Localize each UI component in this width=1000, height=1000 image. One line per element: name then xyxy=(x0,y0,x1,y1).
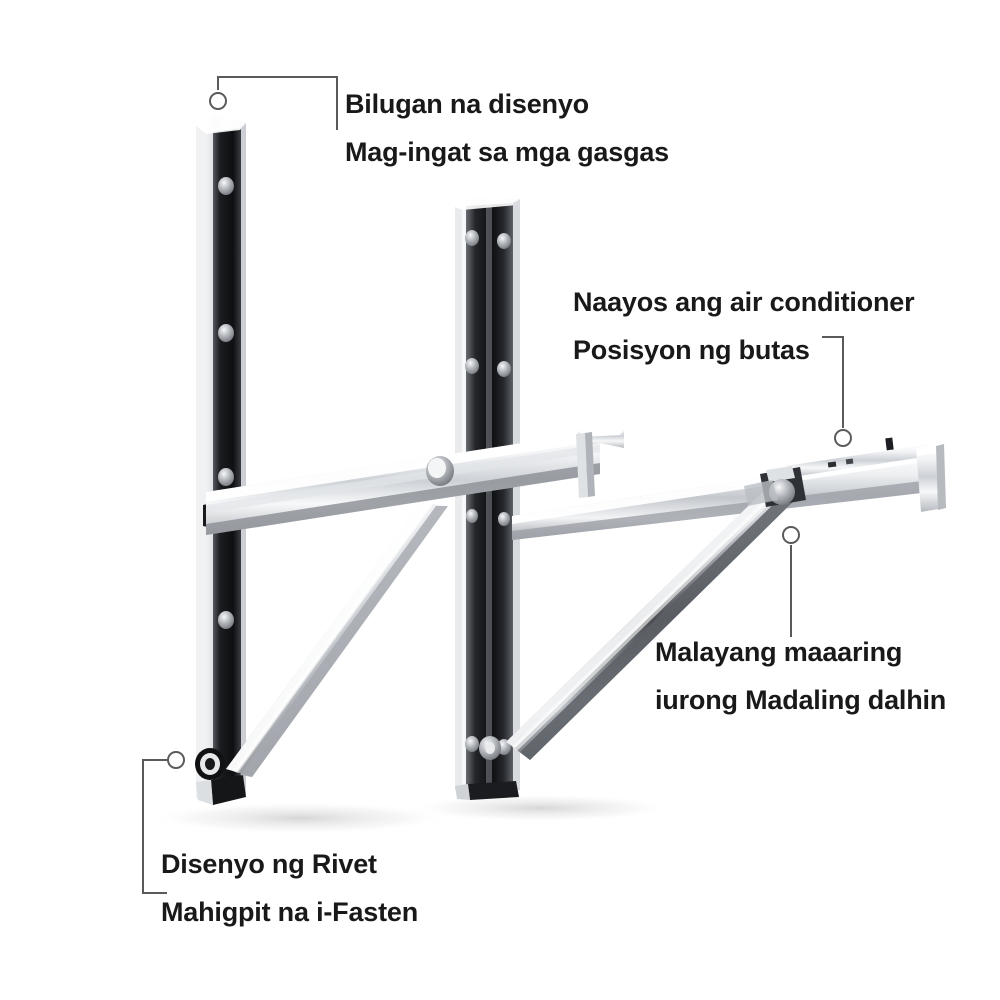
front-vertical-rail xyxy=(196,117,246,805)
callout-leaders xyxy=(142,76,852,894)
rear-diagonal-brace xyxy=(506,480,800,760)
rear-base-rivet xyxy=(479,736,501,760)
callout-rivet-design: Disenyo ng Rivet Mahigpit na i-Fasten xyxy=(161,840,418,936)
ground-shadow xyxy=(150,794,670,834)
callout-hole-position-line1: Naayos ang air conditioner xyxy=(573,287,915,317)
callout-hole-position: Naayos ang air conditioner Posisyon ng b… xyxy=(573,278,915,374)
rear-apex-joint xyxy=(744,466,806,507)
front-base-rivet xyxy=(195,748,225,780)
callout-rounded-design: Bilugan na disenyo Mag-ingat sa mga gasg… xyxy=(345,80,669,176)
arm-center-hole xyxy=(426,456,454,486)
callout-rounded-design-line2: Mag-ingat sa mga gasgas xyxy=(345,137,669,167)
callout-rivet-design-line2: Mahigpit na i-Fasten xyxy=(161,897,419,927)
callout-free-slide-line1: Malayang maaaring xyxy=(655,637,903,667)
rear-rail-holes xyxy=(465,230,511,755)
leader-rounded-design xyxy=(209,76,338,130)
leader-rivet-design xyxy=(142,751,185,894)
callout-hole-position-line2: Posisyon ng butas xyxy=(573,335,810,365)
front-horizontal-arm xyxy=(206,425,624,535)
rear-vertical-rail xyxy=(455,199,520,800)
callout-rounded-design-line1: Bilugan na disenyo xyxy=(345,89,589,119)
callout-free-slide: Malayang maaaring iurong Madaling dalhin xyxy=(655,628,946,724)
rear-horizontal-arm xyxy=(512,437,946,540)
front-rail-holes xyxy=(218,177,234,629)
front-bracket xyxy=(195,117,624,805)
leader-free-slide xyxy=(782,526,800,637)
callout-rivet-design-line1: Disenyo ng Rivet xyxy=(161,849,377,879)
callout-free-slide-line2: iurong Madaling dalhin xyxy=(655,685,947,715)
front-diagonal-brace xyxy=(226,503,448,777)
leader-hole-position xyxy=(822,336,852,447)
rear-bracket xyxy=(455,199,946,800)
